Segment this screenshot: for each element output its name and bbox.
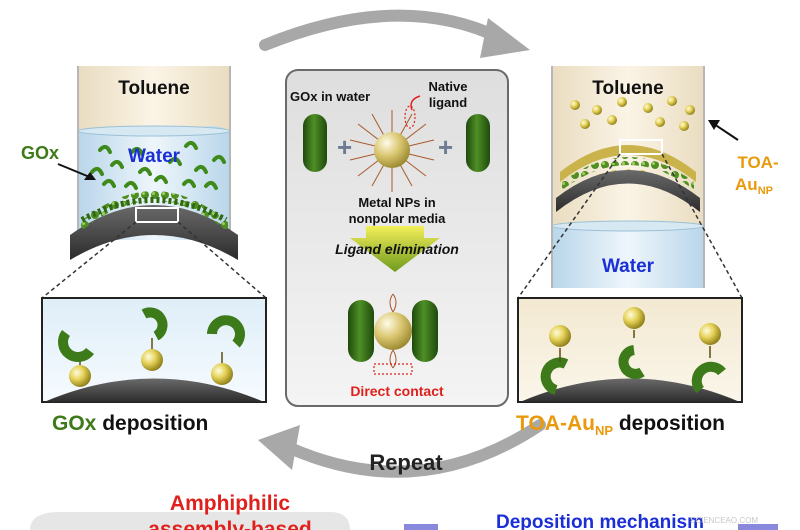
plus-sign-left: + (337, 132, 352, 162)
floating-gox-molecules (90, 141, 226, 190)
ligand-elimination-arrow (350, 226, 440, 272)
toa-label-line1: TOA- (737, 153, 778, 172)
left-caption-rest: deposition (96, 412, 208, 435)
toa-label-line2: AuNP (735, 175, 773, 197)
bottom-cycle-arrow (258, 419, 546, 478)
right-caption: TOA-AuNP deposition (516, 412, 725, 438)
right-caption-main: TOA-Au (516, 412, 595, 435)
footer-left-line1: Amphiphilic (170, 492, 290, 515)
remaining-ligands (389, 293, 397, 369)
top-cycle-arrow (259, 9, 530, 58)
right-toluene-label: Toluene (592, 78, 663, 99)
gox-in-water-label: GOx in water (290, 89, 370, 104)
right-caption-rest: deposition (613, 412, 725, 435)
right-zoom-box (517, 297, 743, 403)
native-ligand-label-2: ligand (429, 95, 467, 110)
metal-np-label-1: Metal NPs in (358, 195, 435, 210)
right-caption-sub: NP (595, 423, 613, 438)
gox-bar-result-right (412, 300, 438, 362)
metal-np-label-2: nonpolar media (349, 211, 447, 226)
zoom-gox-on-np-1 (58, 330, 94, 387)
left-toluene-label: Toluene (118, 78, 189, 99)
toa-label-au: Au (735, 175, 758, 194)
ligand-elimination-label: Ligand elimination (335, 241, 459, 257)
gox-bar-right (466, 114, 490, 172)
zoom-np-on-gox-3 (691, 323, 726, 394)
direct-contact-label: Direct contact (350, 383, 444, 399)
toa-pointer-arrow (708, 120, 739, 141)
toa-label-np: NP (758, 185, 773, 197)
gox-label: GOx (21, 143, 59, 163)
floating-au-nps (570, 96, 695, 131)
footer-band (30, 512, 778, 530)
left-caption-main: GOx (52, 412, 97, 435)
ligand-highlight (404, 105, 416, 129)
plus-sign-right: + (438, 132, 453, 162)
native-ligand-pointer (410, 95, 421, 111)
left-beaker (41, 66, 267, 299)
center-mechanism-panel: + + (285, 69, 509, 407)
gox-pointer-arrow (57, 163, 96, 180)
left-caption: GOx deposition (52, 412, 208, 435)
gox-bar-result-left (348, 300, 374, 362)
watermark: SCIENCEAO.COM (690, 516, 758, 525)
zoom-gox-on-np-2 (141, 307, 168, 371)
native-ligand-label-1: Native (428, 79, 467, 94)
right-beaker (517, 66, 743, 299)
zoom-np-on-gox-1 (540, 325, 571, 395)
metal-np (374, 132, 410, 168)
zoom-np-on-gox-2 (618, 307, 645, 379)
footer-left-line2: assembly-based (148, 518, 311, 530)
gox-bar-left (303, 114, 327, 172)
left-zoom-box (41, 297, 267, 403)
footer-right-label: Deposition mechanism (496, 512, 704, 530)
result-np (374, 312, 412, 350)
zoom-gox-on-np-3 (207, 315, 245, 385)
left-water-label: Water (128, 146, 181, 167)
right-water-label: Water (602, 256, 655, 277)
repeat-label: Repeat (369, 450, 443, 475)
